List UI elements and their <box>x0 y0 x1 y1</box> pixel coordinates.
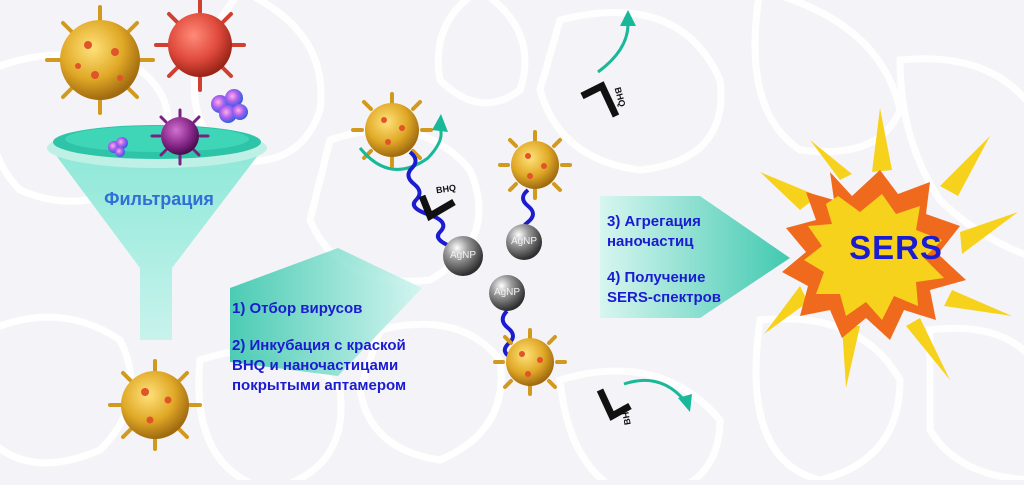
agnp-particle-2 <box>506 224 542 260</box>
bhq-marker-released-top <box>580 81 620 118</box>
bhq-marker-released-bottom <box>596 388 632 421</box>
step-4-line-2: SERS-спектров <box>607 289 721 306</box>
arrow-steps-3-4 <box>600 196 790 318</box>
release-arrow-top-head <box>620 10 636 26</box>
virus-purple <box>150 108 210 166</box>
step-4-line-1: 4) Получение <box>607 269 706 286</box>
step-2-line-1: 2) Инкубация с краской <box>232 337 406 354</box>
aptamer-chain-3 <box>500 309 515 360</box>
virus-aptamer-1 <box>351 92 433 168</box>
release-arrow-1-head <box>432 114 448 132</box>
virus-aptamer-3 <box>493 328 567 396</box>
agnp-label-3: AgNP <box>493 287 521 298</box>
release-arrow-bottom-head <box>678 394 692 412</box>
agnp-label-2: AgNP <box>510 236 538 247</box>
virus-filtered <box>108 359 202 451</box>
arrow-steps-1-2 <box>230 248 422 376</box>
agnp-particle-1 <box>443 236 483 276</box>
release-arrow-top <box>597 23 630 74</box>
virus-yellow-large <box>45 5 155 115</box>
release-arrow-1 <box>358 127 443 171</box>
step-2-line-2: BHQ и наночастицами <box>232 357 399 374</box>
virus-aptamer-2 <box>498 130 572 200</box>
molecule-blob <box>211 89 248 123</box>
filtration-label: Фильтрация <box>104 189 214 209</box>
molecule-small <box>108 137 128 157</box>
bhq-marker-1 <box>418 194 456 222</box>
step-3-line-2: наночастиц <box>607 233 694 250</box>
step-2-line-3: покрытыми аптамером <box>232 377 407 394</box>
funnel <box>47 125 267 340</box>
sers-burst <box>760 108 1018 388</box>
aptamer-chain-1 <box>406 150 456 250</box>
agnp-label-1: AgNP <box>449 250 477 261</box>
agnp-particle-3 <box>489 275 525 311</box>
virus-red <box>154 0 246 92</box>
sers-label: SERS <box>849 229 943 266</box>
step-1-label: 1) Отбор вирусов <box>232 300 363 317</box>
step-3-line-1: 3) Агрегация <box>607 213 701 230</box>
release-arrow-bottom <box>623 378 686 401</box>
